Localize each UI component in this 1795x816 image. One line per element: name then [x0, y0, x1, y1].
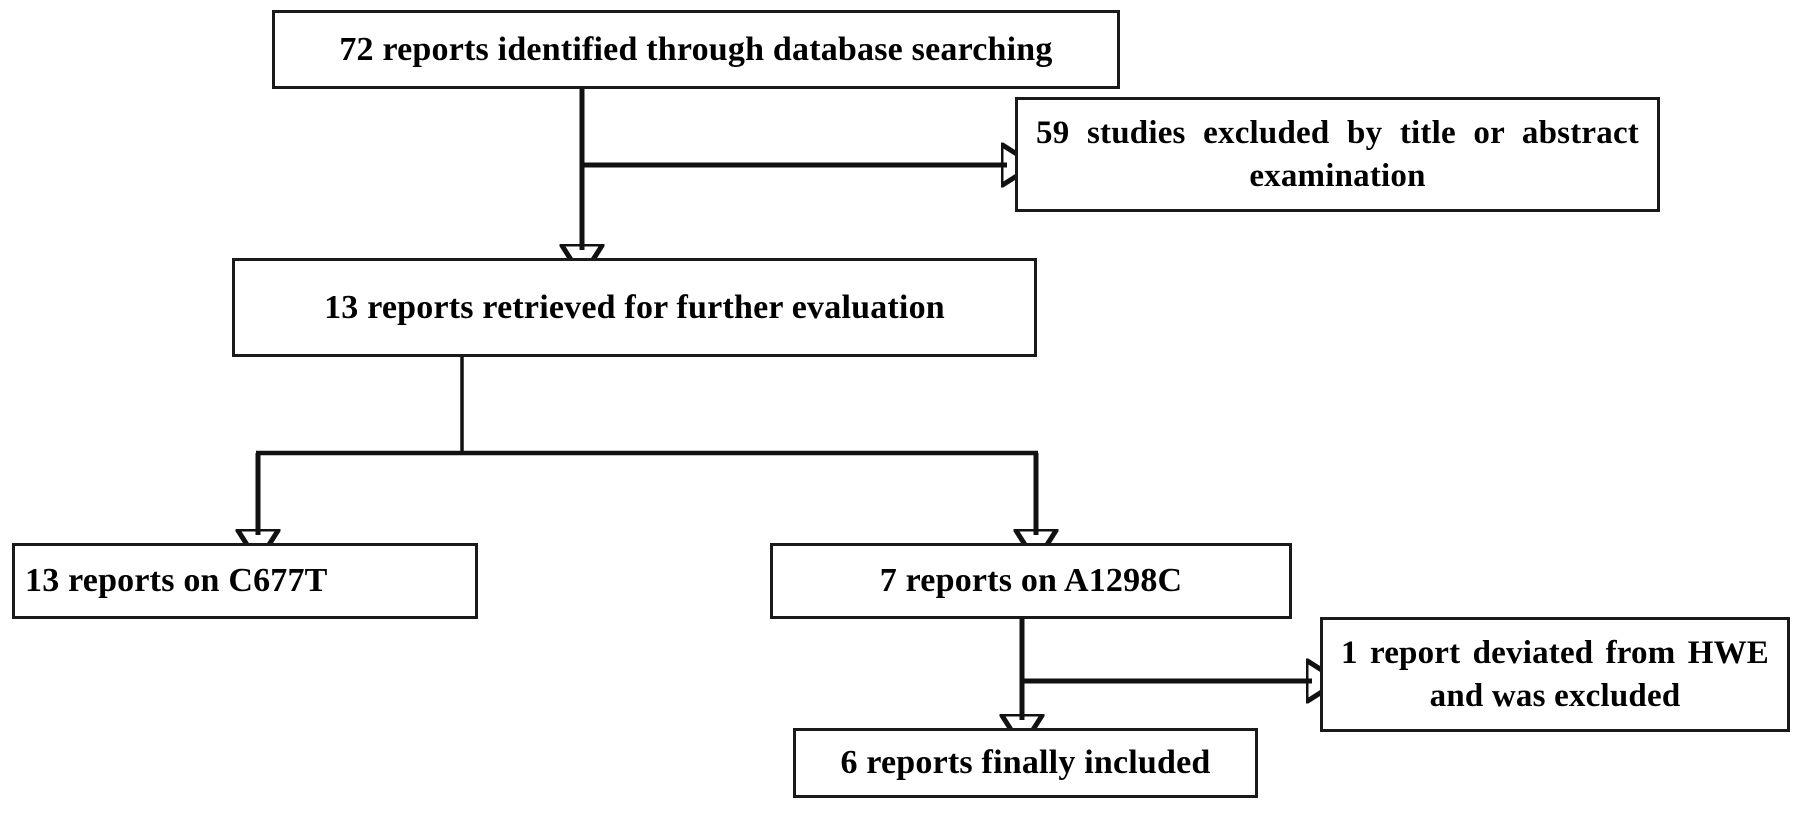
node-identified-label: 72 reports identified through database s…	[339, 30, 1053, 68]
node-c677t-label: 13 reports on C677T	[25, 562, 328, 600]
node-identified: 72 reports identified through database s…	[272, 10, 1120, 89]
node-excluded: 59 studies excluded by title or abstract…	[1015, 97, 1660, 212]
node-included: 6 reports finally included	[793, 728, 1258, 798]
node-retrieved-label: 13 reports retrieved for further evaluat…	[324, 288, 945, 326]
node-hwe-excluded-label: 1 report deviated from HWE and was exclu…	[1341, 635, 1769, 714]
node-excluded-label: 59 studies excluded by title or abstract…	[1036, 115, 1639, 194]
node-a1298c-label: 7 reports on A1298C	[879, 562, 1183, 600]
node-included-label: 6 reports finally included	[840, 744, 1211, 782]
node-hwe-excluded: 1 report deviated from HWE and was exclu…	[1320, 617, 1790, 732]
node-retrieved: 13 reports retrieved for further evaluat…	[232, 258, 1037, 357]
node-c677t: 13 reports on C677T	[12, 543, 478, 619]
node-a1298c: 7 reports on A1298C	[770, 543, 1292, 619]
